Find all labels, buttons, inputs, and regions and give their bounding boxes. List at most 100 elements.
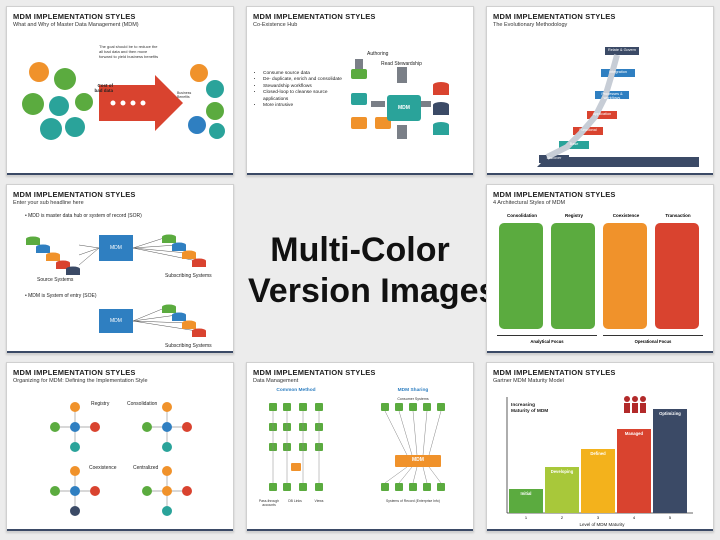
style-card (655, 223, 699, 329)
bubble (40, 118, 62, 140)
column-header: Transaction (665, 213, 691, 218)
slide-thumbnail-2[interactable]: MDM IMPLEMENTATION STYLES Co-Existence H… (246, 6, 474, 176)
style-card (603, 223, 647, 329)
list-item: Consume source data (263, 71, 353, 77)
business-label: Business Benefits (177, 91, 192, 99)
mdm-bar (395, 455, 441, 467)
quadrant-label: Consolidation (127, 401, 158, 407)
bubble (49, 96, 69, 116)
mdm-label: MDM (412, 457, 424, 463)
slide-title: MDM IMPLEMENTATION STYLES (493, 190, 616, 199)
level-number: 4 (632, 515, 636, 520)
list-item: Closed-loop to cleanse source applicatio… (263, 90, 353, 103)
bubble (29, 62, 49, 82)
bubble (54, 68, 76, 90)
bubble (209, 123, 225, 139)
slide-title: MDM IMPLEMENTATION STYLES (13, 190, 136, 199)
slide-title: MDM IMPLEMENTATION STYLES (493, 12, 616, 21)
stair-diagram (537, 47, 699, 167)
slide-subtitle: Organizing for MDM: Defining the Impleme… (13, 378, 148, 384)
level-number: 3 (596, 515, 600, 520)
slide-title: MDM IMPLEMENTATION STYLES (13, 368, 136, 377)
slide-thumbnail-3[interactable]: MDM IMPLEMENTATION STYLES The Evolutiona… (486, 6, 714, 176)
step-label: Relate & Govern (607, 48, 637, 52)
level-bar (509, 489, 543, 513)
bubble (190, 64, 208, 82)
quadrant-label: Coexistence (89, 465, 117, 471)
list-item: Stewardship workflows (263, 84, 353, 90)
slide-thumbnail-5[interactable]: MDM IMPLEMENTATION STYLES 4 Architectura… (486, 184, 714, 354)
slide-title: MDM IMPLEMENTATION STYLES (13, 12, 136, 21)
step-label: Processes & workflows (601, 92, 623, 100)
bubble (188, 116, 206, 134)
slide-thumbnail-8[interactable]: MDM IMPLEMENTATION STYLES Gartner MDM Ma… (486, 362, 714, 532)
slide-subtitle: Gartner MDM Maturity Model (493, 378, 564, 384)
slide-subtitle: What and Why of Master Data Management (… (13, 22, 139, 28)
list-item: De- duplicate, enrich and consolidate (263, 77, 353, 83)
goal-text: The goal should be to reduce the all bad… (99, 44, 159, 59)
bottom-label: Pass-through accounts (258, 499, 280, 507)
y-axis-label: Increasing Maturity of MDM (511, 403, 549, 414)
column-header: Registry (564, 213, 583, 218)
mdm-box (99, 235, 133, 261)
hub-diagram (351, 59, 449, 139)
slide-subtitle: 4 Architectural Styles of MDM (493, 200, 566, 206)
analytical-label: Analytical Focus (530, 339, 564, 344)
authoring-label: Authoring (367, 51, 389, 57)
quadrant-label: Registry (91, 401, 110, 407)
cost-diagram (22, 62, 225, 140)
style-card (499, 223, 543, 329)
slide-subtitle: Co-Existence Hub (253, 22, 298, 28)
level-bar (617, 429, 651, 513)
level-number: 5 (668, 515, 672, 520)
bottom-label: DB Links (288, 499, 302, 503)
step-label: Base (569, 142, 579, 146)
bottom-label: Views (314, 499, 324, 503)
slide-title: MDM IMPLEMENTATION STYLES (253, 368, 376, 377)
bullet-sor: • MDD is master data hub or system of re… (25, 213, 142, 219)
slide-thumbnail-1[interactable]: MDM IMPLEMENTATION STYLES What and Why o… (6, 6, 234, 176)
level-name: Optimizing (659, 411, 681, 416)
level-name: Initial (520, 491, 532, 496)
consumer-label: Consumer Systems (397, 397, 429, 401)
step-label: Discover (546, 156, 562, 160)
slide-subtitle: The Evolutionary Methodology (493, 22, 568, 28)
maturity-chart (506, 396, 693, 514)
slide-thumbnail-4[interactable]: MDM IMPLEMENTATION STYLES Enter your sub… (6, 184, 234, 354)
mdm-label: MDM (110, 318, 122, 324)
x-axis-label: Level of MDM Maturity (579, 522, 625, 527)
slide-title: MDM IMPLEMENTATION STYLES (493, 368, 616, 377)
level-bar (653, 409, 687, 513)
bubble (65, 117, 85, 137)
stewardship-label: Read Stewardship (381, 61, 422, 67)
style-card (551, 223, 595, 329)
bubble (22, 93, 44, 115)
level-number: 2 (560, 515, 564, 520)
right-header: MDM Sharing (397, 388, 429, 393)
bullet-soe: • MDM is System of entry (SOE) (25, 293, 97, 299)
bubble (206, 102, 224, 120)
mdm-label: MDM (110, 245, 122, 251)
version-heading: Multi-Color Version Images (248, 231, 498, 310)
level-bar (545, 467, 579, 513)
step-label: Integration (609, 70, 627, 74)
quadrant-label: Centralized (133, 465, 159, 471)
step-label: Application (592, 112, 612, 116)
slide-title: MDM IMPLEMENTATION STYLES (253, 12, 376, 21)
quadrant-diagram (50, 402, 192, 516)
level-number: 1 (524, 515, 528, 520)
level-bar (581, 449, 615, 513)
slide-thumbnail-6[interactable]: MDM IMPLEMENTATION STYLES Organizing for… (6, 362, 234, 532)
mdm-label: MDM (398, 105, 410, 111)
bubble (206, 80, 224, 98)
subscribing-label: Subscribing Systems (165, 273, 212, 279)
subscribing-label: Subscribing Systems (165, 343, 212, 349)
column-header: Consolidation (507, 213, 537, 218)
level-name: Managed (624, 431, 644, 436)
level-name: Defined (590, 451, 606, 456)
slide-subtitle: Data Management (253, 378, 299, 384)
list-item: More intrusive (263, 103, 353, 109)
bottom-label: Systems of Record (Enterprise Info) (386, 499, 440, 503)
slide-thumbnail-7[interactable]: MDM IMPLEMENTATION STYLES Data Managemen… (246, 362, 474, 532)
